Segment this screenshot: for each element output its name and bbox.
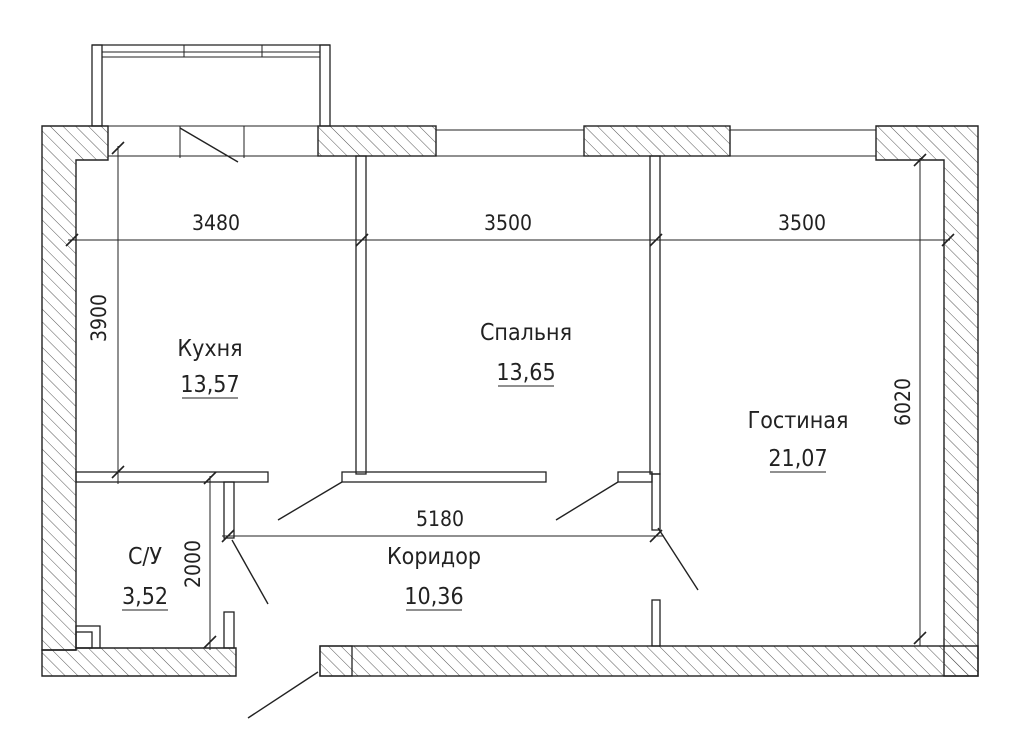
wall-bottom-right bbox=[319, 645, 979, 677]
wall-top-left bbox=[41, 125, 109, 651]
wall-bottom-left bbox=[41, 647, 237, 677]
partitions bbox=[75, 155, 661, 649]
room-living-name: Гостиная bbox=[748, 408, 849, 434]
wall-top-mid-1 bbox=[317, 125, 437, 157]
room-kitchen-name: Кухня bbox=[177, 336, 242, 362]
room-bathroom-name: С/У bbox=[128, 544, 162, 570]
room-bedroom-area: 13,65 bbox=[496, 360, 555, 386]
room-bathroom-area: 3,52 bbox=[122, 584, 168, 610]
wall-top-mid-2 bbox=[583, 125, 731, 157]
outer-walls bbox=[41, 125, 979, 677]
dim-bathroom-depth: 2000 bbox=[181, 540, 205, 588]
entrance-jamb bbox=[319, 645, 353, 677]
room-bedroom-name: Спальня bbox=[480, 320, 572, 346]
room-kitchen-area: 13,57 bbox=[180, 372, 239, 398]
dimension-lines bbox=[65, 141, 955, 650]
dim-living-width: 3500 bbox=[778, 211, 826, 235]
dim-bedroom-width: 3500 bbox=[484, 211, 532, 235]
room-corridor-name: Коридор bbox=[387, 544, 481, 570]
room-living-area: 21,07 bbox=[768, 446, 827, 472]
dim-corridor-length: 5180 bbox=[416, 507, 464, 531]
room-corridor-area: 10,36 bbox=[404, 584, 463, 610]
balcony bbox=[91, 44, 331, 127]
dim-living-depth: 6020 bbox=[891, 378, 915, 426]
dim-kitchen-depth: 3900 bbox=[87, 294, 111, 342]
door-swings bbox=[231, 481, 699, 719]
windows bbox=[108, 125, 876, 163]
dim-kitchen-width: 3480 bbox=[192, 211, 240, 235]
